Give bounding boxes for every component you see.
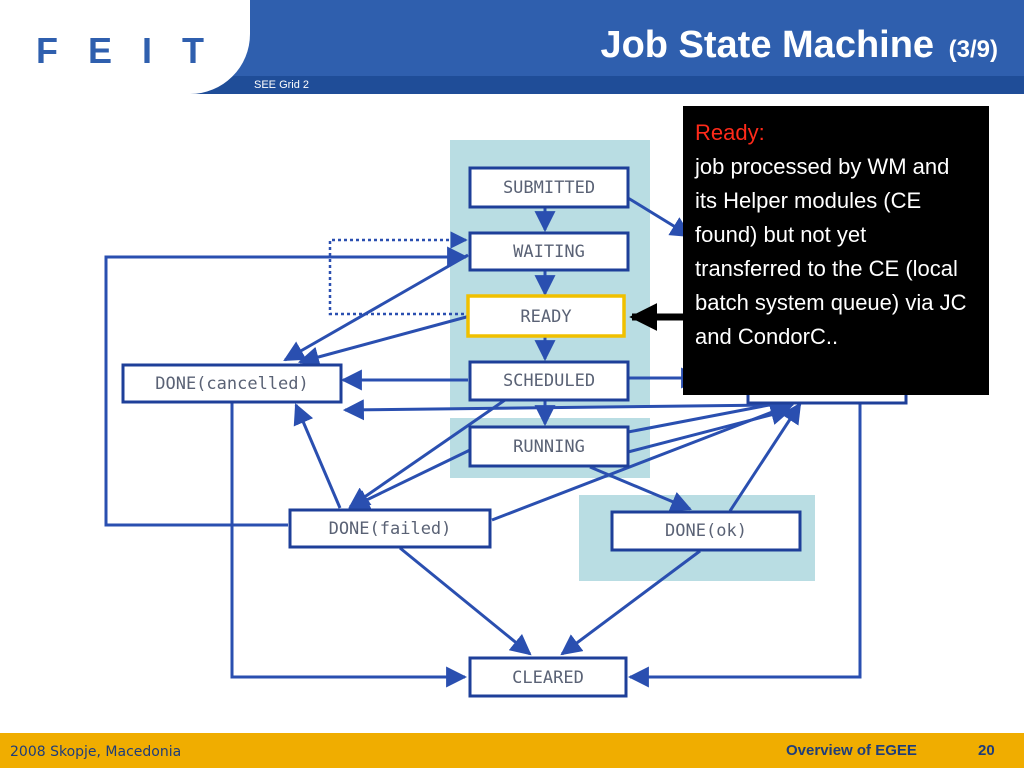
slide-title-page: (3/9) [948, 36, 998, 63]
arrow-failed-cleared [399, 546, 532, 656]
ready-callout: Ready: job processed by WM and its Helpe… [683, 106, 989, 395]
arrow-failed-loop-waiting [104, 246, 469, 527]
arrow-waiting-cancelled [283, 253, 469, 362]
state-done-failed-label: DONE(failed) [329, 519, 452, 539]
state-ready-label: READY [520, 307, 571, 327]
state-ready: READY [466, 294, 626, 338]
header-strip [0, 76, 1024, 94]
callout-body: job processed by WM and its Helper modul… [695, 154, 967, 349]
callout-title: Ready: [695, 120, 765, 145]
arrow-ready-cancelled [297, 314, 471, 368]
state-scheduled: SCHEDULED [468, 360, 630, 402]
state-cleared-label: CLEARED [512, 668, 584, 688]
state-done-ok-label: DONE(ok) [665, 521, 747, 541]
state-waiting-label: WAITING [513, 242, 585, 262]
state-done-cancelled: DONE(cancelled) [121, 363, 343, 404]
state-running-label: RUNNING [513, 437, 585, 457]
slide-subtitle: SEE Grid 2 [254, 79, 310, 91]
logo-area [0, 0, 250, 94]
state-scheduled-label: SCHEDULED [503, 371, 595, 391]
arrow-ready-waiting-dotted [328, 231, 470, 316]
arrow-ok-right [728, 402, 802, 512]
state-done-failed: DONE(failed) [288, 508, 492, 549]
arrow-failed-cancelled [293, 403, 342, 509]
arrow-right-failed [342, 399, 776, 421]
state-done-cancelled-label: DONE(cancelled) [155, 374, 309, 394]
slide-title: Job State Machine (3/9) [600, 24, 998, 67]
state-waiting: WAITING [468, 231, 630, 272]
arrow-scheduled-failed [348, 398, 506, 509]
state-submitted-label: SUBMITTED [503, 178, 595, 198]
footer-bar: 2008 Skopje, Macedonia Overview of EGEE … [0, 733, 1024, 768]
logo: F E I T [36, 30, 214, 71]
page-number: 20 [978, 742, 995, 759]
state-cleared: CLEARED [468, 656, 628, 698]
state-running: RUNNING [468, 425, 630, 468]
arrow-cancelled-cleared [230, 402, 468, 688]
arrow-running-ok [589, 465, 692, 512]
arrow-right-cleared [627, 404, 862, 688]
arrow-failed-right [491, 400, 795, 522]
footer-location: 2008 Skopje, Macedonia [10, 744, 182, 760]
state-submitted: SUBMITTED [468, 166, 630, 209]
state-done-ok: DONE(ok) [610, 510, 802, 552]
footer-title: Overview of EGEE [786, 742, 917, 759]
arrow-running-failed [348, 448, 471, 510]
slide-title-text: Job State Machine [600, 24, 935, 66]
arrow-ok-cleared [560, 549, 701, 656]
arrow-submitted-right [627, 196, 692, 238]
